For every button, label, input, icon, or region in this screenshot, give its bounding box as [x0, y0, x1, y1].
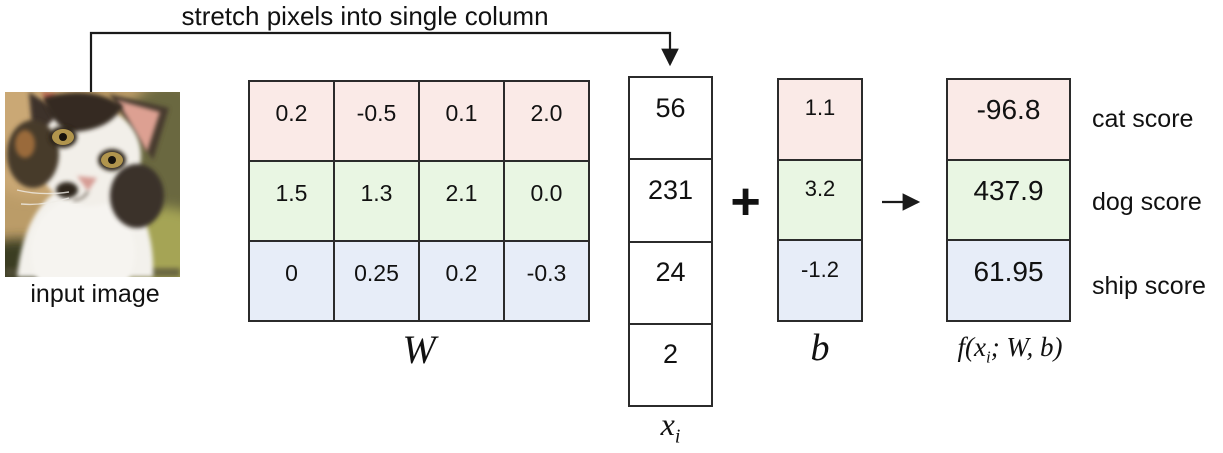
- cat-photo: [0, 77, 225, 307]
- x-vector-label: xi: [660, 406, 681, 448]
- x-cell: 56: [629, 77, 712, 160]
- cat-score-label: cat score: [1092, 105, 1194, 133]
- score-vector: -96.8 437.9 61.95: [946, 78, 1071, 322]
- f-cell: -96.8: [947, 79, 1070, 160]
- b-cell: -1.2: [778, 240, 862, 321]
- ship-score-label: ship score: [1092, 272, 1206, 300]
- b-cell: 1.1: [778, 79, 862, 160]
- w-cell: 0: [249, 241, 334, 321]
- plus-operator: +: [730, 173, 761, 231]
- x-cell: 2: [629, 323, 712, 406]
- w-matrix-label: W: [402, 327, 436, 372]
- x-cell: 24: [629, 241, 712, 324]
- b-vector-label: b: [810, 327, 830, 369]
- w-cell: 2.1: [419, 161, 504, 241]
- w-cell: 0.2: [249, 81, 334, 161]
- x-cell: 231: [629, 159, 712, 242]
- w-cell: 0.0: [504, 161, 589, 241]
- w-cell: -0.3: [504, 241, 589, 321]
- weight-matrix: 0.2 -0.5 0.1 2.0 1.5 1.3 2.1 0.0 0 0.25 …: [248, 80, 590, 322]
- pixel-column-vector: 56 231 24 2: [628, 76, 713, 407]
- input-image: [0, 77, 225, 307]
- f-function-label: f(xi; W, b): [957, 332, 1063, 367]
- stretch-caption: stretch pixels into single column: [181, 1, 549, 31]
- w-cell: 1.3: [334, 161, 419, 241]
- f-cell: 437.9: [947, 159, 1070, 241]
- w-cell: 0.25: [334, 241, 419, 321]
- b-cell: 3.2: [778, 159, 862, 241]
- w-cell: -0.5: [334, 81, 419, 161]
- bias-vector: 1.1 3.2 -1.2: [777, 78, 863, 322]
- w-cell: 0.2: [419, 241, 504, 321]
- w-cell: 0.1: [419, 81, 504, 161]
- w-cell: 1.5: [249, 161, 334, 241]
- dog-score-label: dog score: [1092, 188, 1202, 216]
- w-cell: 2.0: [504, 81, 589, 161]
- input-image-label: input image: [30, 280, 160, 308]
- f-cell: 61.95: [947, 240, 1070, 321]
